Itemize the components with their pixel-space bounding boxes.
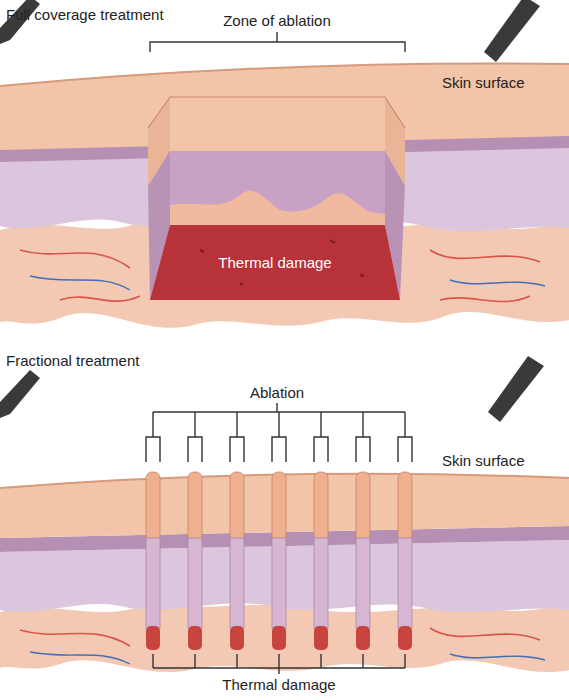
bracket (146, 412, 160, 462)
bracket (146, 403, 412, 674)
ablation-column (314, 472, 328, 542)
ablation-columns (146, 472, 412, 650)
thermal-zone (272, 626, 286, 650)
ablation-column (314, 538, 328, 628)
ablation-column (356, 472, 370, 542)
ablation-cut (148, 97, 405, 300)
bracket (356, 412, 370, 462)
bracket-label: Ablation (250, 384, 304, 401)
ablation-column (146, 538, 160, 628)
ablation-column (188, 472, 202, 542)
bracket (152, 654, 153, 668)
bracket-label: Thermal damage (222, 676, 335, 693)
ablation-column (188, 538, 202, 628)
bracket (278, 654, 279, 668)
ablation-column (146, 472, 160, 542)
ablation-column (230, 538, 244, 628)
bracket (150, 32, 405, 52)
bracket (188, 412, 202, 462)
skin-block-top (0, 63, 569, 327)
ablation-column (272, 538, 286, 628)
panel-heading: Full coverage treatment (6, 6, 164, 23)
thermal-zone (146, 626, 160, 650)
bracket (404, 654, 405, 668)
ablation-column (356, 538, 370, 628)
surface-label: Skin surface (442, 452, 525, 469)
thermal-zone (188, 626, 202, 650)
bracket-label: Zone of ablation (223, 12, 331, 29)
bracket (398, 412, 412, 462)
thermal-zone (314, 626, 328, 650)
laser-handpiece (0, 0, 540, 62)
ablation-column (272, 472, 286, 542)
panel-heading: Fractional treatment (6, 352, 139, 369)
ablation-column (230, 472, 244, 542)
surface-label: Skin surface (442, 74, 525, 91)
bracket (194, 654, 195, 668)
ablation-column (398, 472, 412, 542)
bracket (272, 412, 286, 462)
ablation-column (398, 538, 412, 628)
bracket (314, 412, 328, 462)
thermal-zone (230, 626, 244, 650)
thermal-zone (398, 626, 412, 650)
bracket (230, 412, 244, 462)
bracket (320, 654, 321, 668)
bracket (236, 654, 237, 668)
zone-label: Thermal damage (218, 254, 331, 271)
bracket (362, 654, 363, 668)
thermal-zone (356, 626, 370, 650)
